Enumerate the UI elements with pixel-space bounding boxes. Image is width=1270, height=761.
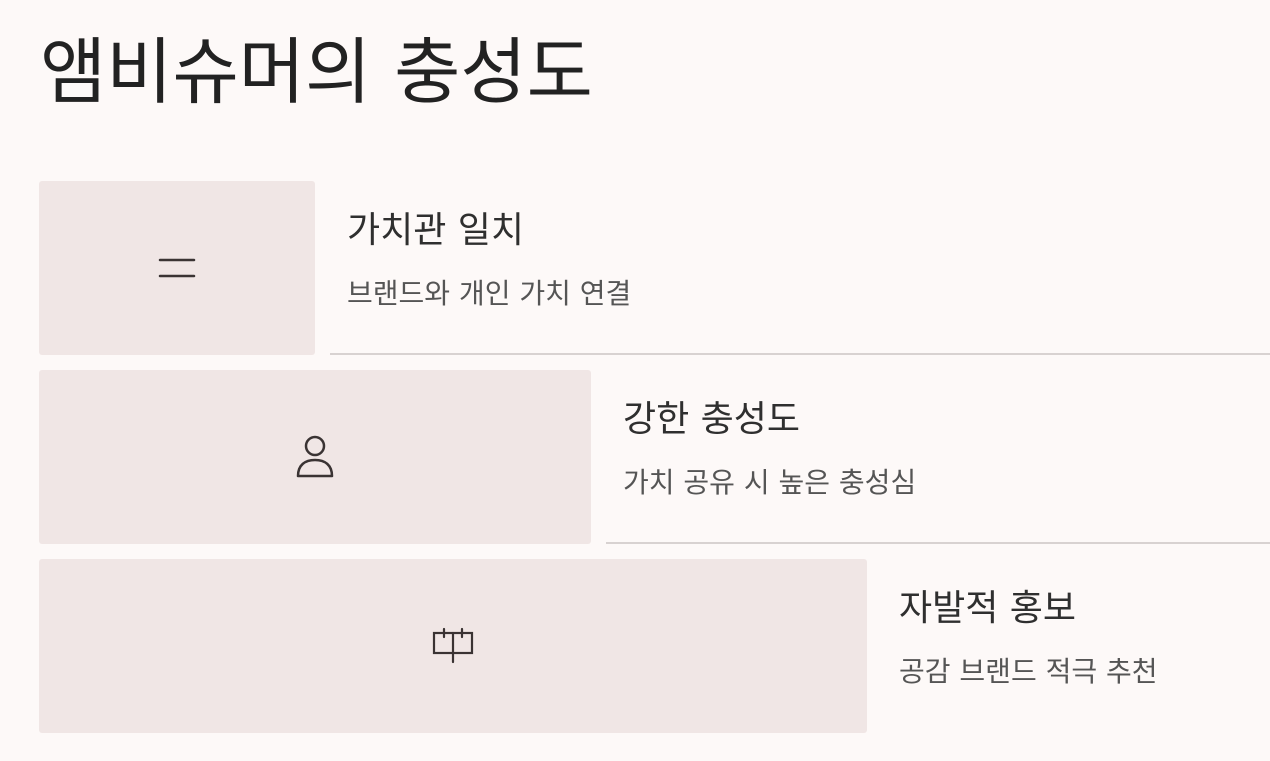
step-description: 가치 공유 시 높은 충성심	[623, 466, 917, 499]
step-text: 가치관 일치 브랜드와 개인 가치 연결	[347, 181, 1247, 355]
person-icon	[296, 435, 334, 478]
step-box	[39, 559, 867, 733]
step-description: 공감 브랜드 적극 추천	[899, 655, 1158, 688]
step-row: 자발적 홍보 공감 브랜드 적극 추천	[0, 559, 1270, 733]
step-box	[39, 181, 315, 355]
divider	[330, 353, 1270, 355]
step-text: 강한 충성도 가치 공유 시 높은 충성심	[623, 370, 1243, 544]
step-heading: 가치관 일치	[347, 210, 525, 251]
billboard-icon	[432, 627, 474, 664]
equals-icon	[158, 258, 196, 278]
step-row: 강한 충성도 가치 공유 시 높은 충성심	[0, 370, 1270, 544]
step-text: 자발적 홍보 공감 브랜드 적극 추천	[899, 559, 1259, 733]
page-title: 앰비슈머의 충성도	[40, 30, 593, 114]
step-row: 가치관 일치 브랜드와 개인 가치 연결	[0, 181, 1270, 355]
divider	[606, 542, 1270, 544]
step-description: 브랜드와 개인 가치 연결	[347, 277, 632, 310]
step-heading: 자발적 홍보	[899, 588, 1077, 629]
step-heading: 강한 충성도	[623, 399, 801, 440]
step-box	[39, 370, 591, 544]
